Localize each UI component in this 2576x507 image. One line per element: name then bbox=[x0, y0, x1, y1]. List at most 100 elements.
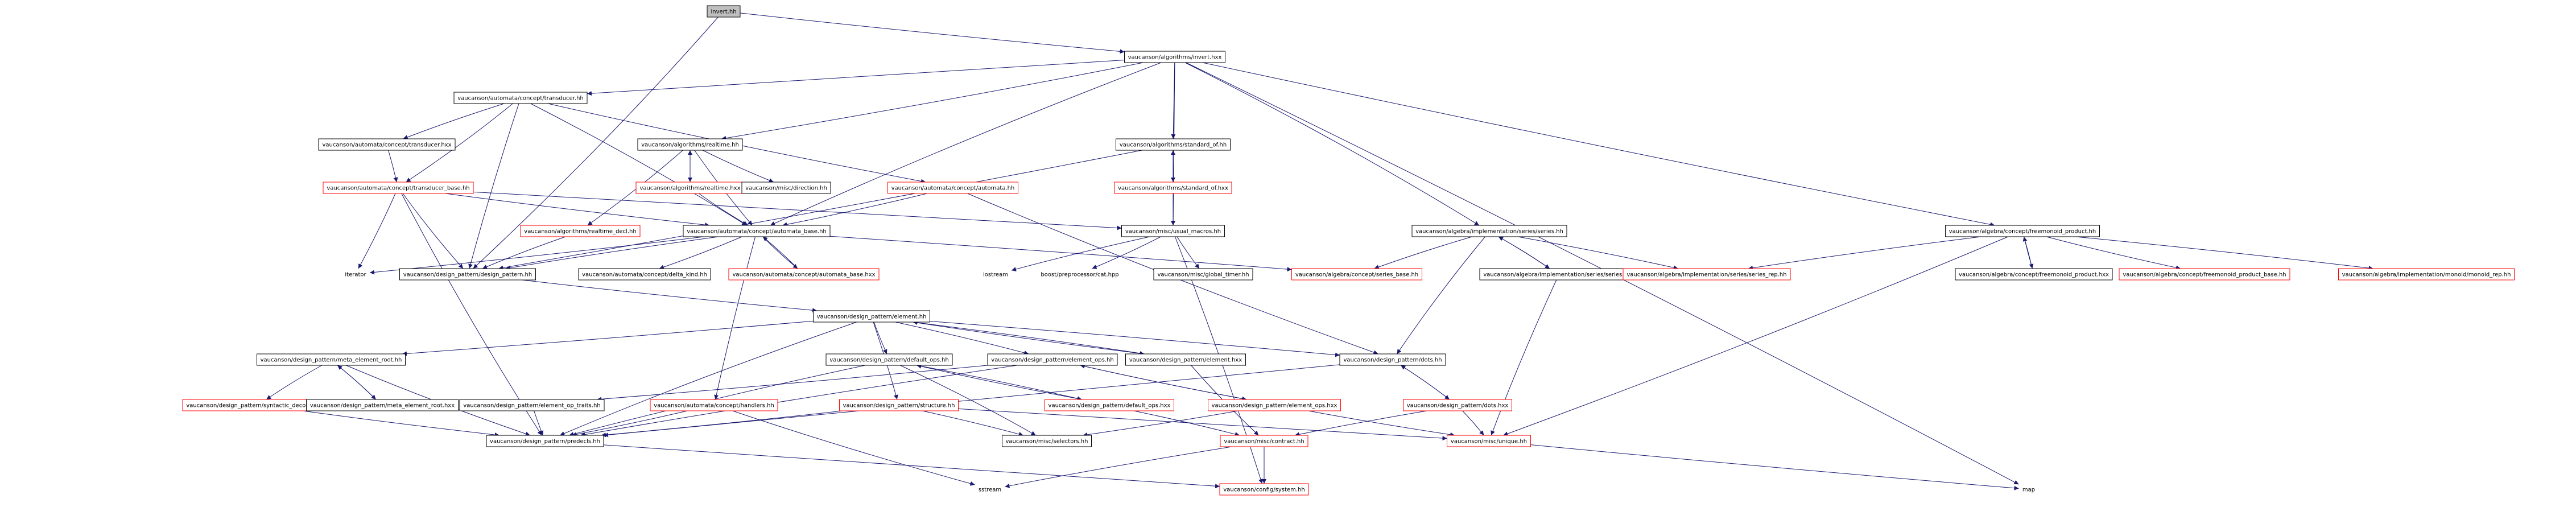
include-edge-element_hh-to-element_hxx bbox=[913, 321, 1145, 356]
graph-node-handlers-hh[interactable]: vaucanson/automata/concept/handlers.hh bbox=[650, 399, 778, 411]
graph-node-invert-hh[interactable]: invert.hh bbox=[707, 5, 741, 18]
graph-node-global-timer-hh[interactable]: vaucanson/misc/global_timer.hh bbox=[1153, 268, 1253, 281]
graph-node-realtime-decl-hh[interactable]: vaucanson/algorithms/realtime_decl.hh bbox=[520, 225, 641, 237]
node-box bbox=[825, 353, 953, 366]
graph-node-realtime-hxx[interactable]: vaucanson/algorithms/realtime.hxx bbox=[635, 182, 745, 194]
graph-node-monoid-rep-hh[interactable]: vaucanson/algebra/implementation/monoid/… bbox=[2338, 268, 2515, 281]
node-box bbox=[1411, 225, 1567, 237]
graph-node-transducer-hh[interactable]: vaucanson/automata/concept/transducer.hh bbox=[453, 92, 588, 104]
graph-node-series-hh[interactable]: vaucanson/algebra/implementation/series/… bbox=[1411, 225, 1567, 237]
node-label: vaucanson/misc/global_timer.hh bbox=[1157, 272, 1249, 278]
node-box bbox=[1219, 483, 1309, 496]
include-edge-invert_hxx-to-transducer_hh bbox=[587, 60, 1125, 96]
graph-node-invert-hxx[interactable]: vaucanson/algorithms/invert.hxx bbox=[1124, 51, 1225, 63]
node-box bbox=[1339, 353, 1446, 366]
node-label: vaucanson/automata/concept/automata_base… bbox=[732, 272, 875, 278]
node-box bbox=[1291, 268, 1422, 281]
node-label: vaucanson/algorithms/realtime.hxx bbox=[639, 186, 740, 192]
graph-node-element-ops-hh[interactable]: vaucanson/design_pattern/element_ops.hh bbox=[987, 353, 1118, 366]
node-label: vaucanson/algorithms/realtime_decl.hh bbox=[524, 229, 636, 235]
node-label: boost/preprocessor/cat.hpp bbox=[1041, 272, 1118, 278]
include-edge-usual_macros_hh-to-boost_cat bbox=[1092, 236, 1161, 269]
graph-node-standard-of-hxx[interactable]: vaucanson/algorithms/standard_of.hxx bbox=[1114, 182, 1232, 194]
graph-node-system-hh[interactable]: vaucanson/config/system.hh bbox=[1219, 483, 1309, 496]
graph-node-default-ops-hh[interactable]: vaucanson/design_pattern/default_ops.hh bbox=[825, 353, 953, 366]
graph-node-freemonoid-product-base-hh[interactable]: vaucanson/algebra/concept/freemonoid_pro… bbox=[2119, 268, 2290, 281]
graph-node-meta-element-root-hh[interactable]: vaucanson/design_pattern/meta_element_ro… bbox=[257, 353, 406, 366]
node-box bbox=[257, 353, 406, 366]
include-edge-meta_element_root_hh-to-meta_element_root_hxx bbox=[337, 365, 377, 400]
node-label: vaucanson/design_pattern/element_op_trai… bbox=[463, 403, 600, 409]
graph-node-direction-hh[interactable]: vaucanson/misc/direction.hh bbox=[741, 182, 831, 194]
include-edge-invert_hxx-to-automata_base_hh bbox=[770, 62, 1162, 226]
node-label: vaucanson/algebra/concept/freemonoid_pro… bbox=[1949, 229, 2096, 235]
graph-node-automata-hh[interactable]: vaucanson/automata/concept/automata.hh bbox=[887, 182, 1018, 194]
node-label: vaucanson/design_pattern/default_ops.hxx bbox=[1048, 403, 1171, 409]
node-label: vaucanson/misc/usual_macros.hh bbox=[1125, 229, 1221, 235]
graph-node-meta-element-root-hxx[interactable]: vaucanson/design_pattern/meta_element_ro… bbox=[306, 399, 459, 411]
node-label: vaucanson/algebra/concept/series_base.hh bbox=[1295, 272, 1418, 278]
include-edge-transducer_hh-to-automata_base_hh bbox=[530, 103, 747, 226]
graph-node-contract-hh[interactable]: vaucanson/misc/contract.hh bbox=[1220, 435, 1308, 447]
node-label: vaucanson/automata/concept/automata.hh bbox=[891, 186, 1015, 192]
graph-node-default-ops-hxx[interactable]: vaucanson/design_pattern/default_ops.hxx bbox=[1045, 399, 1174, 411]
node-label: vaucanson/design_pattern/meta_element_ro… bbox=[310, 403, 455, 409]
graph-node-realtime-hh[interactable]: vaucanson/algorithms/realtime.hh bbox=[637, 138, 743, 151]
graph-node-automata-base-hxx[interactable]: vaucanson/automata/concept/automata_base… bbox=[728, 268, 880, 281]
graph-node-freemonoid-product-hxx[interactable]: vaucanson/algebra/concept/freemonoid_pro… bbox=[1955, 268, 2113, 281]
include-edge-design_pattern_hh-to-element_hh bbox=[522, 279, 818, 313]
include-edge-meta_element_root_hh-to-syntactic_decorator_hh bbox=[266, 365, 322, 400]
node-box bbox=[813, 310, 930, 323]
graph-node-element-hxx[interactable]: vaucanson/design_pattern/element.hxx bbox=[1125, 353, 1246, 366]
graph-node-delta-kind-hh[interactable]: vaucanson/automata/concept/delta_kind.hh bbox=[578, 268, 711, 281]
include-edge-series_hh-to-series_hxx bbox=[1498, 236, 1550, 269]
graph-node-element-op-traits-hh[interactable]: vaucanson/design_pattern/element_op_trai… bbox=[459, 399, 605, 411]
graph-node-transducer-base-hh[interactable]: vaucanson/automata/concept/transducer_ba… bbox=[323, 182, 474, 194]
node-label: vaucanson/design_pattern/dots.hh bbox=[1343, 357, 1442, 364]
include-edge-element_ops_hxx-to-selectors_hh bbox=[1083, 410, 1239, 437]
graph-node-unique-hh[interactable]: vaucanson/misc/unique.hh bbox=[1447, 435, 1531, 447]
graph-node-usual-macros-hh[interactable]: vaucanson/misc/usual_macros.hh bbox=[1121, 225, 1225, 237]
include-edge-element_hh-to-predecls_hh bbox=[560, 321, 857, 436]
node-box bbox=[2338, 268, 2515, 281]
node-label: vaucanson/algebra/implementation/series/… bbox=[1626, 272, 1786, 278]
node-box bbox=[1220, 435, 1308, 447]
graph-node-series-rep-hh[interactable]: vaucanson/algebra/implementation/series/… bbox=[1623, 268, 1791, 281]
graph-node-element-hh[interactable]: vaucanson/design_pattern/element.hh bbox=[813, 310, 930, 323]
node-label: vaucanson/misc/selectors.hh bbox=[1006, 439, 1088, 445]
graph-node-predecls-hh[interactable]: vaucanson/design_pattern/predecls.hh bbox=[486, 435, 604, 447]
include-edge-transducer_hh-to-transducer_base_hh bbox=[406, 103, 513, 183]
node-label: vaucanson/algebra/concept/freemonoid_pro… bbox=[2123, 272, 2286, 278]
node-box bbox=[453, 92, 588, 104]
include-edge-meta_element_root_hxx-to-meta_element_root_hh bbox=[337, 365, 377, 400]
include-edge-unique_hh-to-map bbox=[1530, 444, 2019, 490]
include-edge-element_ops_hh-to-predecls_hh bbox=[580, 365, 1017, 437]
graph-node-element-ops-hxx[interactable]: vaucanson/design_pattern/element_ops.hxx bbox=[1208, 399, 1341, 411]
include-edge-dots_hxx-to-contract_hh bbox=[1294, 410, 1427, 437]
node-label: map bbox=[2022, 487, 2035, 493]
graph-node-freemonoid-product-hh[interactable]: vaucanson/algebra/concept/freemonoid_pro… bbox=[1945, 225, 2100, 237]
node-label: vaucanson/design_pattern/default_ops.hh bbox=[829, 357, 948, 364]
include-edge-automata_base_hxx-to-automata_base_hh bbox=[762, 236, 798, 269]
include-edge-realtime_hh-to-direction_hh bbox=[703, 150, 774, 183]
graph-node-automata-base-hh[interactable]: vaucanson/automata/concept/automata_base… bbox=[683, 225, 831, 237]
include-edge-contract_hh-to-sstream bbox=[1005, 446, 1232, 488]
graph-node-structure-hh[interactable]: vaucanson/design_pattern/structure.hh bbox=[839, 399, 959, 411]
node-box bbox=[578, 268, 711, 281]
graph-node-dots-hh[interactable]: vaucanson/design_pattern/dots.hh bbox=[1339, 353, 1446, 366]
include-edge-dots_hxx-to-unique_hh bbox=[1462, 410, 1484, 436]
graph-node-series-hxx[interactable]: vaucanson/algebra/implementation/series/… bbox=[1479, 268, 1638, 281]
node-box bbox=[637, 138, 743, 151]
include-edge-series_hh-to-series_rep_hh bbox=[1518, 236, 1678, 270]
include-edge-dots_hxx-to-dots_hh bbox=[1400, 365, 1450, 400]
node-label: invert.hh bbox=[711, 9, 736, 15]
graph-node-standard-of-hh[interactable]: vaucanson/algorithms/standard_of.hh bbox=[1116, 138, 1231, 151]
node-box bbox=[459, 399, 605, 411]
graph-node-design-pattern-hh[interactable]: vaucanson/design_pattern/design_pattern.… bbox=[399, 268, 536, 281]
graph-node-transducer-hxx[interactable]: vaucanson/automata/concept/transducer.hx… bbox=[318, 138, 456, 151]
graph-node-dots-hxx[interactable]: vaucanson/design_pattern/dots.hxx bbox=[1403, 399, 1512, 411]
graph-node-series-base-hh[interactable]: vaucanson/algebra/concept/series_base.hh bbox=[1291, 268, 1422, 281]
node-label: vaucanson/design_pattern/element_ops.hh bbox=[991, 357, 1113, 364]
node-label: vaucanson/algorithms/standard_of.hxx bbox=[1118, 186, 1228, 192]
graph-node-selectors-hh[interactable]: vaucanson/misc/selectors.hh bbox=[1002, 435, 1092, 447]
